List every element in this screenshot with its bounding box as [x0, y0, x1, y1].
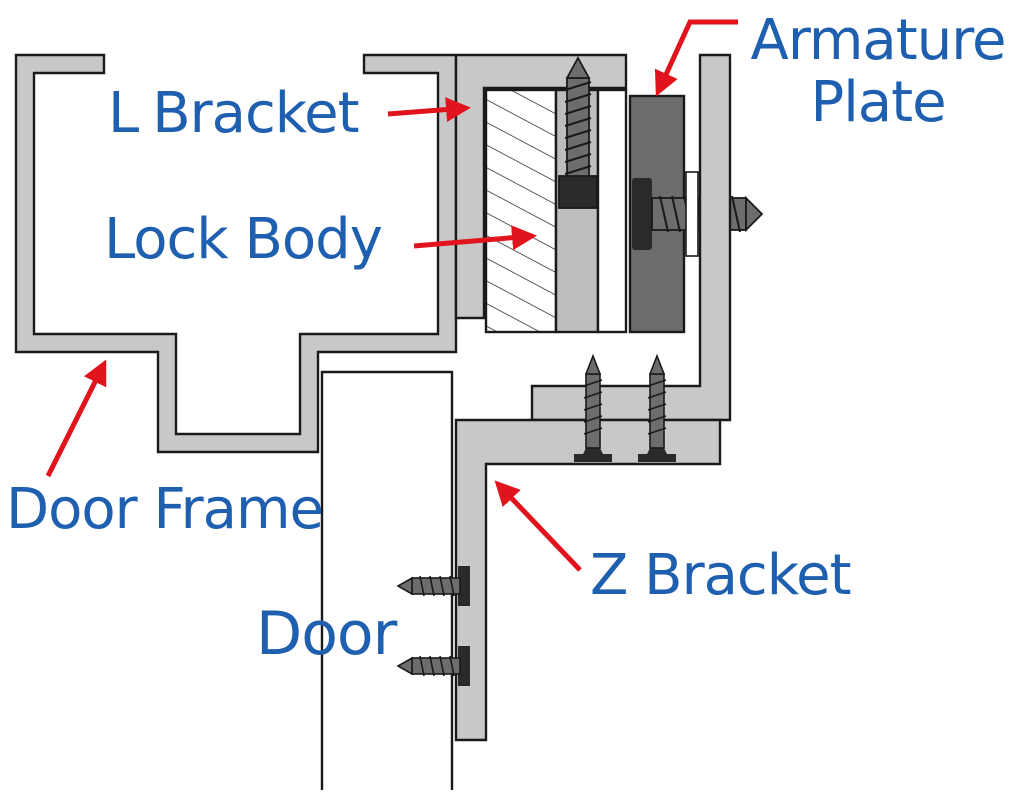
- door-screw-2: [396, 646, 470, 686]
- armature-arrow: [654, 19, 738, 97]
- z-bracket-screw-2: [638, 353, 676, 462]
- z-bracket-screw-1: [574, 353, 612, 462]
- l-bracket-shape: [454, 53, 628, 320]
- lock-screw: [558, 56, 598, 209]
- z-bracket-lower: [454, 418, 722, 742]
- armature-label-line2: Plate: [810, 70, 946, 135]
- lock-face: [596, 88, 628, 334]
- z-bracket-arrow: [494, 480, 582, 572]
- l-bracket-label-word2: Bracket: [152, 81, 359, 146]
- lock-body-label: Lock Body: [104, 207, 383, 272]
- z-bracket-label: Z Bracket: [590, 543, 852, 608]
- door-frame-shape: [14, 53, 458, 454]
- door-screw-1: [396, 566, 470, 606]
- l-bracket-label-word1: L: [108, 81, 139, 146]
- door-frame-label: Door Frame: [6, 477, 324, 542]
- armature-label-line1: Armature: [750, 8, 1007, 73]
- door-frame-arrow: [45, 359, 107, 478]
- lock-body-shape: [484, 88, 558, 334]
- door-label: Door: [256, 599, 397, 669]
- armature-plate-label: Armature Plate: [740, 10, 1016, 134]
- l-bracket-arrow: [387, 97, 471, 122]
- lock-body-arrow: [413, 225, 537, 251]
- armature-screw: [632, 171, 764, 257]
